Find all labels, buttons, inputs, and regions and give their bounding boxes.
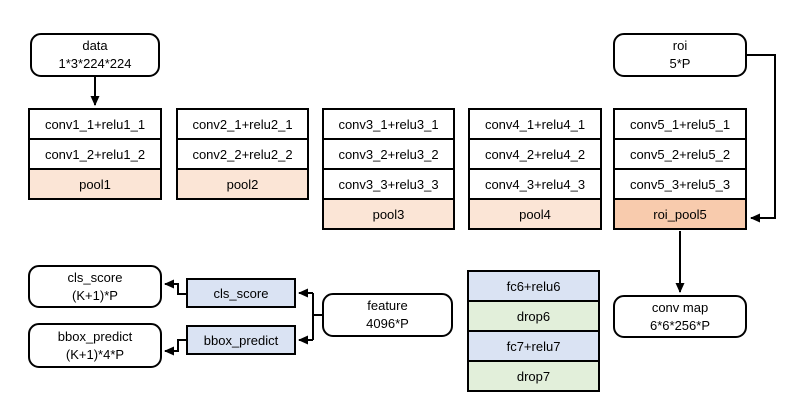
block-conv4: conv4_1+relu4_1 conv4_2+relu4_2 conv4_3+… — [468, 108, 602, 230]
row-conv3_1-relu3_1: conv3_1+relu3_1 — [322, 108, 455, 140]
row-roi-pool5: roi_pool5 — [613, 198, 747, 230]
arrow-roi-to-roi-pool5 — [747, 54, 776, 223]
node-bbox-predict-output: bbox_predict (K+1)*4*P — [28, 323, 162, 368]
row-conv4_2-relu4_2: conv4_2+relu4_2 — [468, 138, 602, 170]
block-conv2: conv2_1+relu2_1 conv2_2+relu2_2 pool2 — [176, 108, 309, 200]
row-pool2: pool2 — [176, 168, 309, 200]
node-feature-shape: 4096*P — [366, 316, 409, 331]
node-cls-score-output-title: cls_score — [67, 269, 123, 285]
row-conv1_1-relu1_1: conv1_1+relu1_1 — [28, 108, 162, 140]
node-feature: feature 4096*P — [322, 293, 453, 337]
node-roi-title: roi — [672, 38, 688, 53]
node-bbox-predict-output-shape: (K+1)*4*P — [65, 346, 125, 362]
node-data-title: data — [82, 38, 108, 53]
row-conv2_1-relu2_1: conv2_1+relu2_1 — [176, 108, 309, 140]
connector-feature-split — [312, 293, 322, 340]
row-conv2_2-relu2_2: conv2_2+relu2_2 — [176, 138, 309, 170]
node-data-shape: 1*3*224*224 — [58, 56, 132, 71]
node-conv-map-title: conv map — [651, 299, 709, 315]
node-feature-title: feature — [367, 298, 408, 313]
row-pool1: pool1 — [28, 168, 162, 200]
row-conv5_1-relu5_1: conv5_1+relu5_1 — [613, 108, 747, 140]
node-bbox-predict-output-title: bbox_predict — [57, 328, 133, 344]
node-roi-shape: 5*P — [669, 56, 691, 71]
block-fc: fc6+relu6 drop6 fc7+relu7 drop7 — [467, 270, 600, 392]
row-conv4_3-relu4_3: conv4_3+relu4_3 — [468, 168, 602, 200]
layer-cls-score: cls_score — [186, 278, 296, 308]
block-conv5: conv5_1+relu5_1 conv5_2+relu5_2 conv5_3+… — [613, 108, 747, 230]
block-conv1: conv1_1+relu1_1 conv1_2+relu1_2 pool1 — [28, 108, 162, 200]
row-pool3: pool3 — [322, 198, 455, 230]
row-fc6-relu6: fc6+relu6 — [467, 270, 600, 302]
node-conv-map-shape: 6*6*256*P — [650, 317, 710, 333]
row-conv4_1-relu4_1: conv4_1+relu4_1 — [468, 108, 602, 140]
node-roi: roi 5*P — [613, 33, 747, 77]
row-drop6: drop6 — [467, 300, 600, 332]
row-conv5_2-relu5_2: conv5_2+relu5_2 — [613, 138, 747, 170]
row-drop7: drop7 — [467, 360, 600, 392]
node-data: data 1*3*224*224 — [30, 33, 160, 77]
node-cls-score-output-shape: (K+1)*P — [72, 287, 118, 303]
layer-bbox-predict: bbox_predict — [186, 325, 296, 355]
row-fc7-relu7: fc7+relu7 — [467, 330, 600, 362]
block-conv3: conv3_1+relu3_1 conv3_2+relu3_2 conv3_3+… — [322, 108, 455, 230]
arrow-bbox-predict-to-output — [164, 339, 186, 356]
row-conv3_2-relu3_2: conv3_2+relu3_2 — [322, 138, 455, 170]
row-conv3_3-relu3_3: conv3_3+relu3_3 — [322, 168, 455, 200]
node-conv-map: conv map 6*6*256*P — [613, 295, 747, 338]
row-conv1_2-relu1_2: conv1_2+relu1_2 — [28, 138, 162, 170]
row-conv5_3-relu5_3: conv5_3+relu5_3 — [613, 168, 747, 200]
arrow-cls-score-to-output — [164, 279, 186, 295]
row-pool4: pool4 — [468, 198, 602, 230]
node-cls-score-output: cls_score (K+1)*P — [28, 265, 162, 308]
